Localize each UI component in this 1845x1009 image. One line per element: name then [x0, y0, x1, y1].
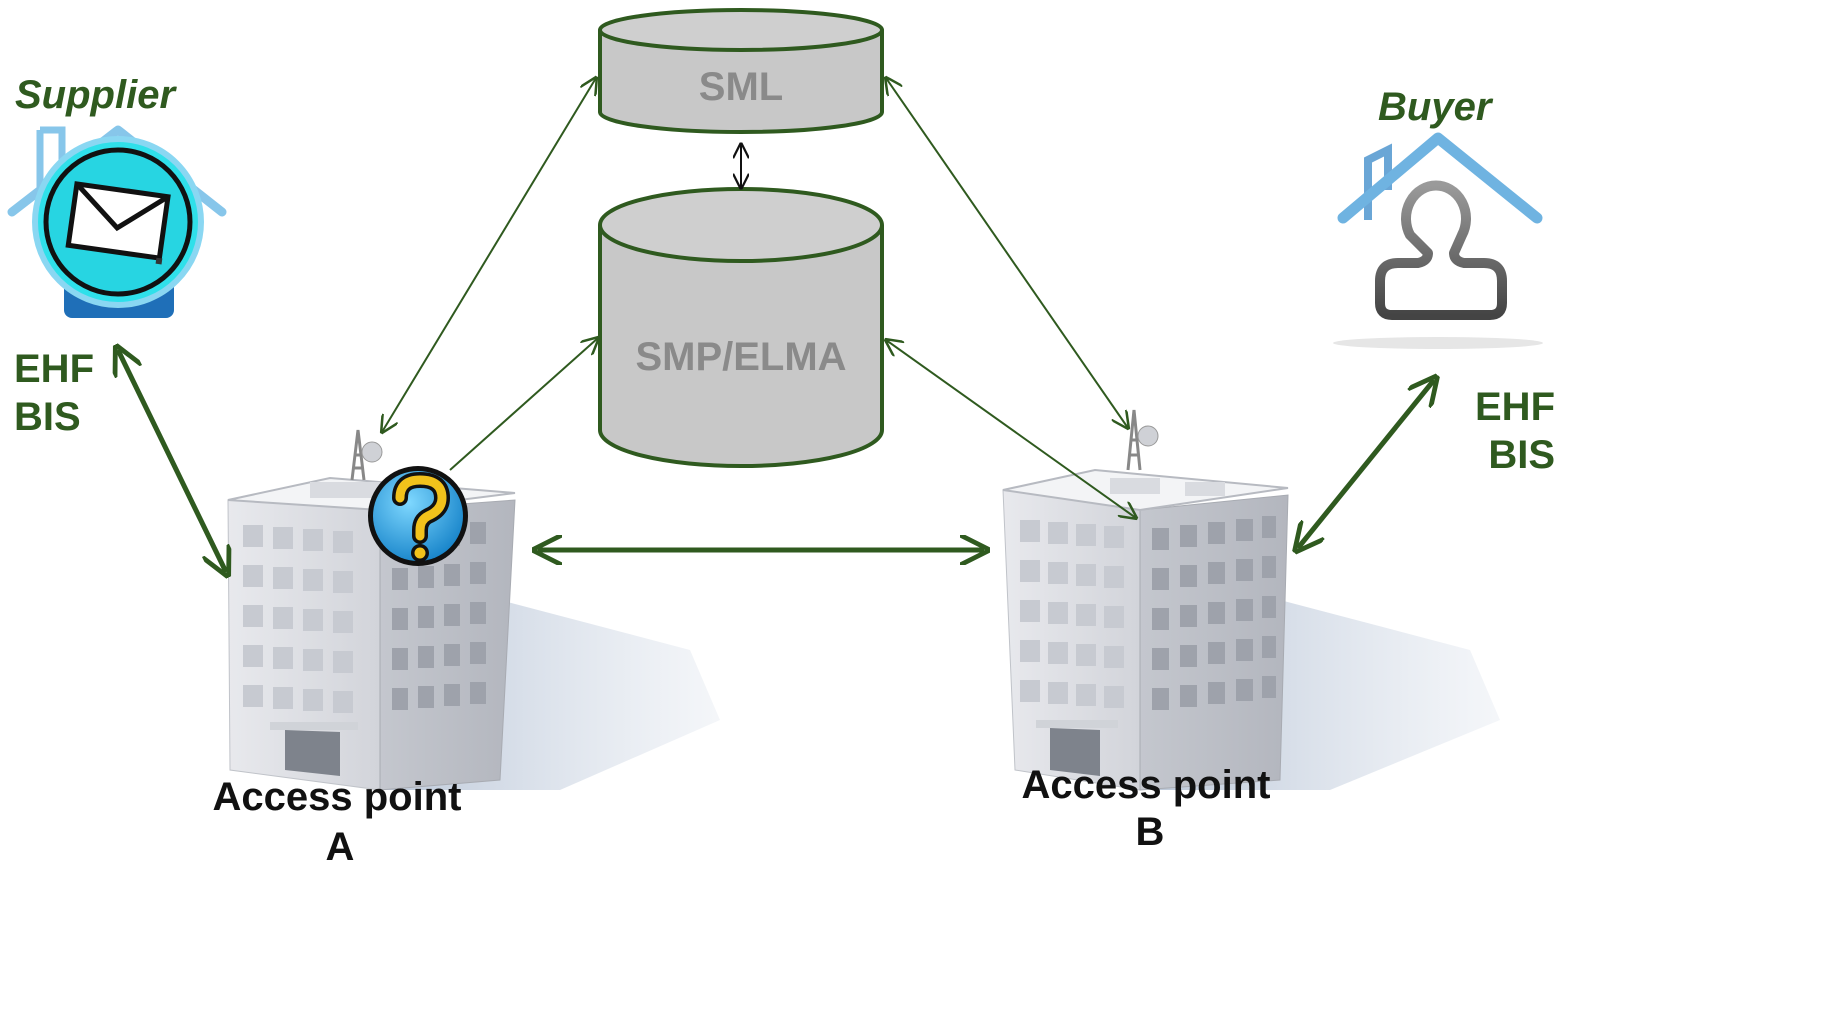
sml-database: SML [598, 8, 884, 134]
supplier-format-line1: EHF [14, 347, 94, 391]
arrow-sml-access-point-b [886, 78, 1128, 428]
arrow-smp-access-point-a [449, 338, 598, 471]
arrow-sml-access-point-a [382, 78, 596, 432]
access-point-b-label-line1: Access point [1022, 763, 1271, 807]
office-building-icon [1002, 409, 1500, 791]
buyer-label: Buyer [1378, 85, 1494, 129]
access-point-a-label-line2: A [326, 825, 355, 869]
smp-label: SMP/ELMA [635, 335, 846, 379]
arrow-buyer-access-point-b [1298, 380, 1434, 548]
smp-database: SMP/ELMA [598, 187, 884, 468]
access-point-b-label-line2: B [1136, 810, 1165, 854]
question-mark-icon [368, 466, 468, 566]
arrow-smp-access-point-b [886, 340, 1136, 518]
supplier-label: Supplier [15, 73, 177, 117]
buyer-format-line1: EHF [1475, 385, 1555, 429]
arrow-supplier-access-point-a [118, 350, 226, 572]
supplier-format-line2: BIS [14, 395, 81, 439]
sml-label: SML [699, 65, 783, 109]
buyer-format-line2: BIS [1488, 433, 1555, 477]
office-building-icon [227, 429, 720, 791]
person-house-icon [1333, 132, 1543, 349]
envelope-house-icon [7, 125, 227, 318]
access-point-a-label-line1: Access point [213, 775, 462, 819]
